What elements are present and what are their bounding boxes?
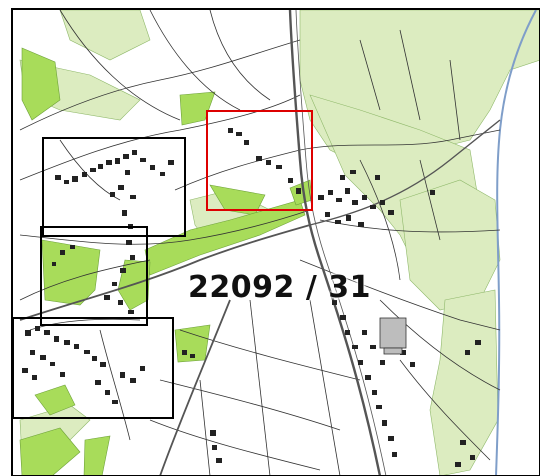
sheet-frame-south-west [12,317,174,419]
parcel-lines [19,9,501,476]
sheet-frame-north-west [42,137,186,237]
river [495,9,537,476]
large-building [379,317,407,349]
highlighted-sheet-frame[interactable] [206,110,313,211]
sheet-number-label: 22092 / 31 [188,270,371,305]
sheet-frame-west [40,226,148,326]
meadow-areas [19,47,313,476]
map-border [11,8,540,476]
buildings [22,128,481,467]
adjacent-sheet-frames [12,137,186,419]
large-building-annex [383,347,403,355]
